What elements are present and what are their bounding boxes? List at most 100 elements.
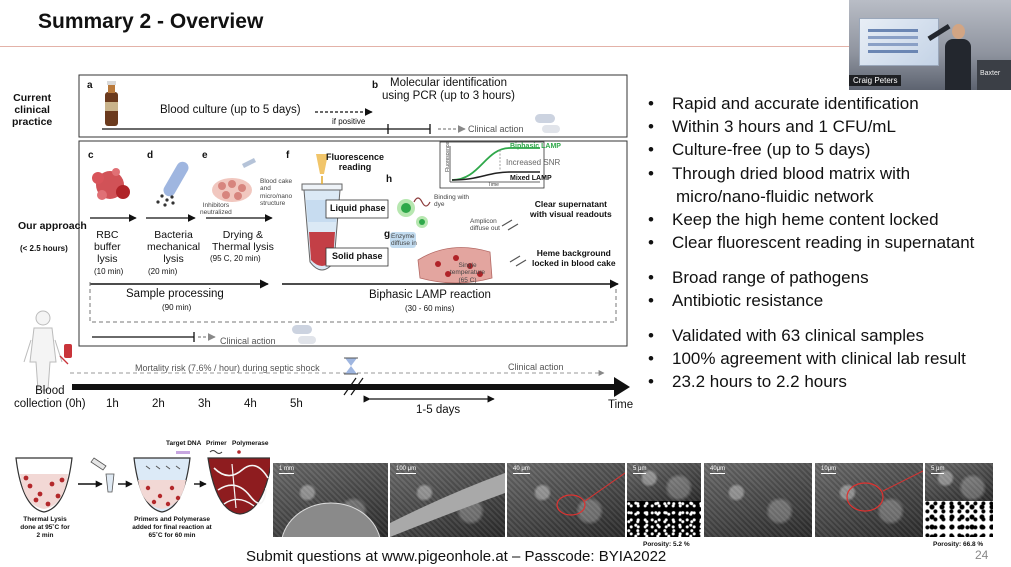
timeline-break-2 <box>350 377 364 396</box>
sem-image-5um-a: 5 μm <box>627 463 701 501</box>
overview-figure: Current clinical practice Our approach (… <box>10 72 638 422</box>
sem-scale-label: 1 mm <box>279 466 294 474</box>
polymerase-label: Polymerase <box>232 440 269 447</box>
main-timeline-head <box>614 377 630 397</box>
presenter-webcam: Baxter Craig Peters <box>849 0 1011 90</box>
sem-image-100um: 100 μm <box>390 463 505 537</box>
sem-binary-image-2 <box>925 501 993 537</box>
fluorescence-axis-label: Fluorescence <box>445 141 452 172</box>
our-approach-time: (< 2.5 hours) <box>20 244 68 253</box>
panel-letter-d: d <box>147 150 154 161</box>
reaction-well-icon <box>133 457 191 513</box>
bullet-item: Culture-free (up to 5 days) <box>648 138 1011 161</box>
panel-letter-h: h <box>386 174 393 185</box>
porosity-label-2: Porosity: 66.8 % <box>933 541 984 548</box>
podium-logo: Baxter <box>980 70 1001 77</box>
panel-letter-c: c <box>88 150 94 161</box>
biphasic-reaction-label: Biphasic LAMP reaction <box>369 289 491 301</box>
primer-label: Primer <box>206 440 227 447</box>
clinical-action-label-3: Clinical action <box>508 362 564 372</box>
clear-supernatant-label: Clear supernatant with visual readouts <box>530 199 612 219</box>
target-dna-label: Target DNA <box>166 440 202 447</box>
liquid-phase-label: Liquid phase <box>330 203 386 213</box>
polymerase-swatch <box>237 450 241 454</box>
bullet-item: Broad range of pathogens <box>648 266 1011 289</box>
panel-letter-a: a <box>87 80 93 91</box>
bullet-item: Within 3 hours and 1 CFU/mL <box>648 115 1011 138</box>
sample-processing-time: (90 min) <box>162 303 192 312</box>
solid-phase-box <box>325 247 389 267</box>
dye-binding-illustration-icon <box>397 197 431 228</box>
our-approach-label: Our approach <box>18 220 87 232</box>
pipette-icon <box>90 457 115 493</box>
single-temperature-label: Single temperature (65 C) <box>450 262 486 284</box>
clinical-action-label-1: Clinical action <box>468 124 524 134</box>
pill-icon-2 <box>292 325 316 344</box>
mixed-lamp-label: Mixed LAMP <box>510 175 552 182</box>
blood-culture-label: Blood culture (up to 5 days) <box>160 104 301 116</box>
inhibitors-label: Inhibitors neutralized <box>200 202 232 217</box>
current-practice-box <box>78 74 628 138</box>
timeline-tick-4h: 4h <box>244 398 257 410</box>
bacteria-lysis-label: Bacteria mechanical lysis <box>147 229 201 266</box>
increased-snr-label: Increased SNR <box>506 158 561 167</box>
timeline-time-label: Time <box>608 399 634 411</box>
sem-scale-label: 40μm <box>710 466 726 474</box>
drying-thermal-time: (95 C, 20 min) <box>210 254 261 263</box>
projection-screen <box>859 18 939 66</box>
molecular-id-label: Molecular identification using PCR (up t… <box>382 77 515 103</box>
rbc-lysis-illustration-icon <box>92 168 130 200</box>
dashed-feedback-line <box>89 282 617 323</box>
thermal-lysis-caption: Thermal Lysis done at 95˚C for 2 min <box>20 516 70 540</box>
hourglass-icon <box>344 357 358 375</box>
figure-graphics <box>23 74 630 403</box>
days-span-label: 1-5 days <box>416 404 461 416</box>
presenter-head <box>952 24 965 39</box>
bottom-image-strip: Thermal Lysis done at 95˚C for 2 min Pri… <box>10 438 1000 550</box>
sem-image-10um: 10μm <box>815 463 923 537</box>
bacteria-lysis-time: (20 min) <box>148 267 178 276</box>
sem-scale-label: 100 μm <box>396 466 417 474</box>
process-schematic <box>15 450 270 515</box>
sem-image-5um-b: 5 μm <box>925 463 993 501</box>
sem-scale-label: 40 μm <box>513 466 530 474</box>
inset-time-axis-label: Time <box>488 182 499 188</box>
bullet-item: Clear fluorescent reading in supernatant <box>648 231 1011 254</box>
primer-swatch <box>209 450 223 454</box>
bullet-continuation: micro/nano-fluidic network <box>676 186 874 206</box>
if-positive-label: if positive <box>332 117 366 126</box>
timeline-tick-5h: 5h <box>290 398 303 410</box>
bullet-item: 23.2 hours to 2.2 hours <box>648 370 1011 393</box>
timeline-tick-3h: 3h <box>198 398 211 410</box>
our-approach-box <box>78 140 628 347</box>
summary-bullet-list: Rapid and accurate identification Within… <box>648 92 1011 394</box>
zoomed-network-icon <box>207 457 270 515</box>
panel-letter-e: e <box>202 150 208 161</box>
blood-culture-bottle-icon <box>105 81 118 126</box>
bullet-item: Validated with 63 clinical samples <box>648 324 1011 347</box>
thermal-lysis-well-icon <box>15 457 73 513</box>
clinical-action-label-2: Clinical action <box>220 336 276 346</box>
sem-image-40um: 40 μm <box>507 463 625 537</box>
binding-dye-label: Binding with dye <box>434 194 470 209</box>
porosity-label-1: Porosity: 5.2 % <box>643 541 690 548</box>
panel-letter-g: g <box>384 229 391 240</box>
drying-thermal-lysis-illustration-icon <box>212 158 256 202</box>
slide-title: Summary 2 - Overview <box>38 10 264 33</box>
timeline-tick-2h: 2h <box>152 398 165 410</box>
primer-glyphs-icon <box>501 219 527 267</box>
fluorescence-reading-label: Fluorescence reading <box>326 152 385 173</box>
panel-letter-b: b <box>372 80 379 91</box>
title-divider <box>0 46 850 47</box>
primers-added-caption: Primers and Polymerase added for final r… <box>132 516 212 540</box>
target-dna-swatch <box>176 451 190 454</box>
patient-silhouette-icon <box>23 310 72 391</box>
mortality-risk-label: Mortality risk (7.6% / hour) during sept… <box>135 363 320 373</box>
amplicon-label: Amplicon diffuse out <box>470 218 500 233</box>
enzyme-label: Enzyme diffuse in <box>391 233 417 248</box>
bullet-item: Rapid and accurate identification <box>648 92 1011 115</box>
panel-letter-f: f <box>286 150 290 161</box>
biphasic-reaction-time: (30 - 60 mins) <box>405 304 455 313</box>
biphasic-lamp-curve-label: Biphasic LAMP <box>510 143 561 150</box>
questions-footer: Submit questions at www.pigeonhole.at – … <box>246 548 667 565</box>
